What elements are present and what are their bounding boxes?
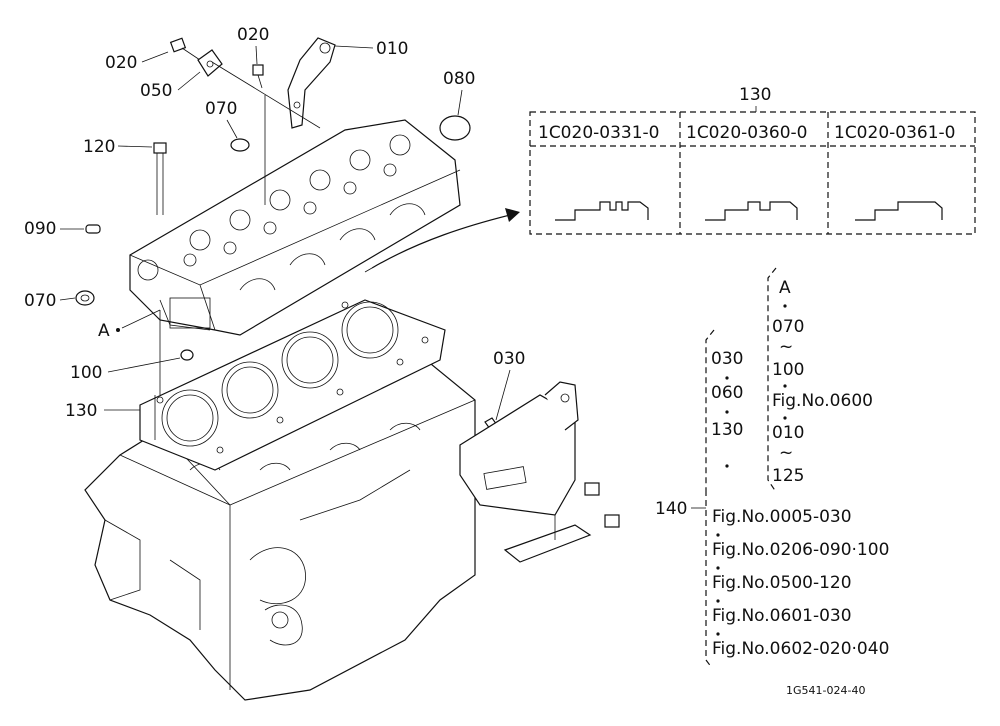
washer-070-left-drawing [75,290,95,306]
variant-profile-1 [555,201,649,221]
callout-070-top: 070 [205,99,237,119]
ref-inner-a: A [779,278,791,298]
drawing-id: 1G541-024-40 [786,684,865,697]
callout-130: 130 [65,401,97,421]
callout-050: 050 [140,81,172,101]
ref-mid-060: 060 [711,383,743,403]
callout-070-left: 070 [24,291,56,311]
callout-090: 090 [24,219,56,239]
callout-120: 120 [83,137,115,157]
ref-mid-130: 130 [711,420,743,440]
ref-inner-tilde-2: ~ [779,443,793,463]
bolt-020-right-drawing [252,64,264,89]
ref-inner-070: 070 [772,317,804,337]
pin-090-drawing [85,224,101,234]
ref-inner-fig0600: Fig.No.0600 [772,391,873,411]
bracket-030-drawing [459,381,620,563]
variants-title: 130 [739,85,771,105]
plug-100-drawing [180,349,194,361]
gasket-arrow [371,214,511,269]
ref-inner-010: 010 [772,423,804,443]
callout-100: 100 [70,363,102,383]
ref-fig-0206: Fig.No.0206-090·100 [712,540,889,560]
leader-a [121,309,161,329]
bracket-010-drawing [287,37,336,129]
gasket-variants-box: 130 1C020-0331-0 1C020-0360-0 1C020-0361… [529,85,976,235]
callout-020-left: 020 [105,53,137,73]
ref-fig-0602: Fig.No.0602-020·040 [712,639,889,659]
nut-070-top-drawing [230,138,250,152]
callout-020-right: 020 [237,25,269,45]
callout-080: 080 [443,69,475,89]
cylinder-head-drawing [129,119,461,336]
reference-list: A 070 ~ 100 Fig.No.0600 010 ~ 125 030 06… [655,267,889,669]
callout-010: 010 [376,39,408,59]
bolt-120-drawing [153,142,167,215]
plug-080-drawing [439,115,471,141]
variant-profile-3 [855,201,943,221]
ref-mid-030: 030 [711,349,743,369]
variant-code-2: 1C020-0360-0 [686,123,807,143]
ref-inner-125: 125 [772,466,804,486]
ref-fig-0005: Fig.No.0005-030 [712,507,852,527]
variant-code-3: 1C020-0361-0 [834,123,955,143]
ref-inner-tilde-1: ~ [779,337,793,357]
callout-140: 140 [655,499,687,519]
callout-030: 030 [493,349,525,369]
ref-fig-0601: Fig.No.0601-030 [712,606,852,626]
variant-profile-2 [705,201,798,221]
ref-fig-0500: Fig.No.0500-120 [712,573,852,593]
ref-inner-100: 100 [772,360,804,380]
bolt-020-plate-050-drawing [169,37,321,129]
head-gasket-drawing [139,299,446,471]
variant-code-1: 1C020-0331-0 [538,123,659,143]
callout-a: A [98,321,110,341]
